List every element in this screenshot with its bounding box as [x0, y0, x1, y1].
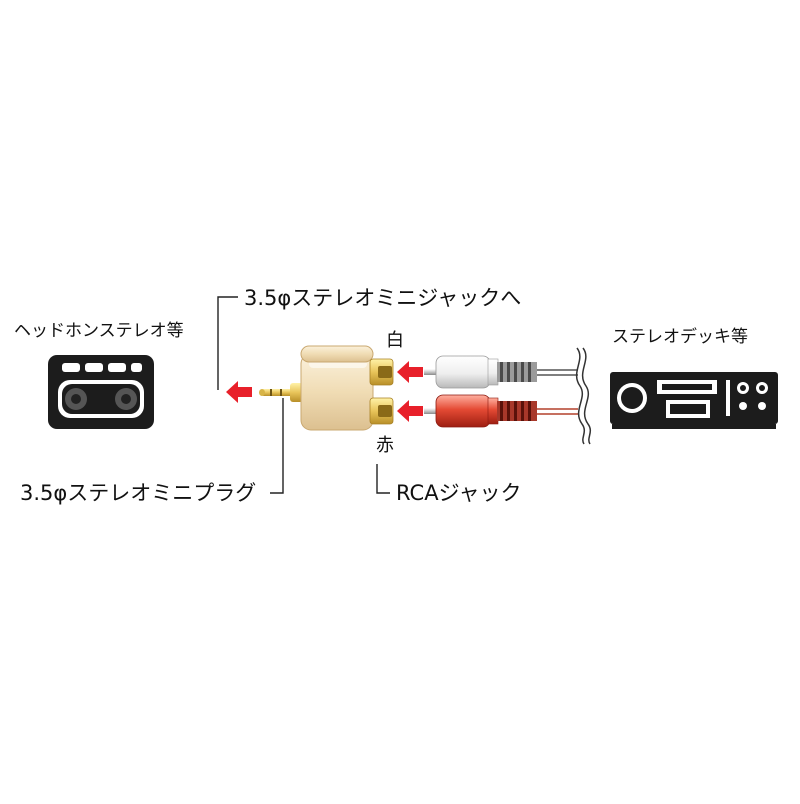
- headphone-stereo-label: ヘッドホンステレオ等: [14, 321, 184, 341]
- cassette-player-icon: [48, 355, 154, 429]
- rca-plug-red: [424, 394, 537, 428]
- mini-plug-label: 3.5φステレオミニプラグ: [20, 481, 257, 505]
- arrow-into-white-jack-icon: [397, 361, 423, 383]
- stereo-deck-icon: [610, 372, 778, 429]
- adapter-body: [300, 345, 394, 431]
- leader-line-rca: [376, 464, 390, 494]
- cable-red: [537, 408, 578, 415]
- rca-plug-white: [424, 355, 537, 389]
- leader-line-jack: [217, 296, 238, 390]
- mini-plug: [259, 383, 303, 402]
- stereo-deck-label: ステレオデッキ等: [612, 327, 748, 347]
- arrow-left-icon: [226, 381, 252, 403]
- cable-break-mark: [575, 347, 586, 445]
- cable-white: [537, 369, 578, 376]
- arrow-into-red-jack-icon: [397, 400, 423, 422]
- leader-lines: [217, 296, 390, 494]
- rca-jack-label: RCAジャック: [396, 481, 522, 505]
- cables: [537, 347, 592, 445]
- red-channel-label: 赤: [376, 435, 394, 456]
- mini-jack-target-label: 3.5φステレオミニジャックへ: [244, 286, 522, 310]
- white-channel-label: 白: [386, 330, 404, 351]
- leader-line-plug: [270, 398, 284, 494]
